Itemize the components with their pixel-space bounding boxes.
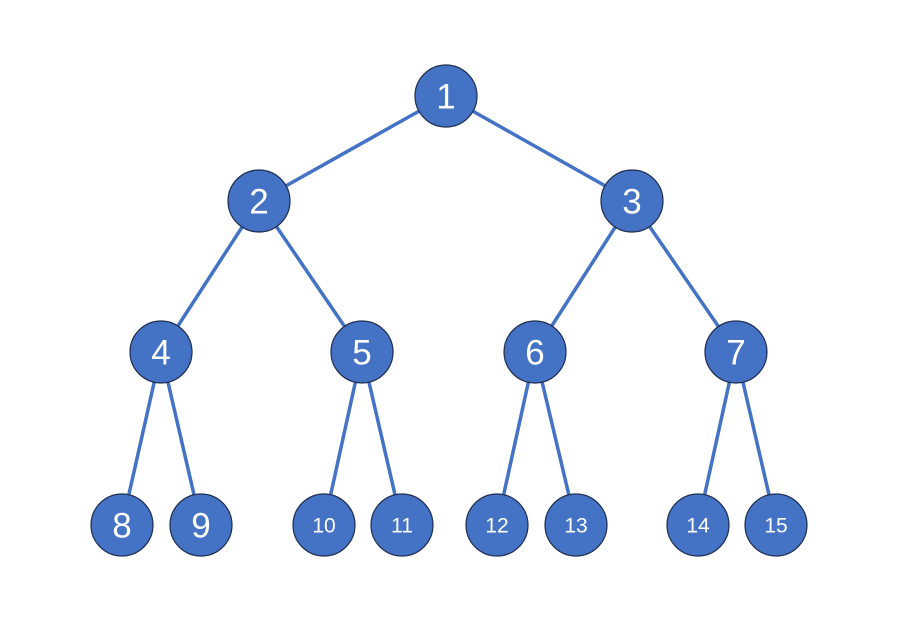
node-circle-3	[600, 169, 664, 233]
tree-node-2: 2	[227, 169, 291, 233]
tree-node-10: 10	[292, 493, 356, 557]
node-label-15: 15	[764, 515, 787, 538]
node-circle-10	[292, 493, 356, 557]
tree-node-3: 3	[600, 169, 664, 233]
node-label-14: 14	[686, 515, 710, 538]
node-circle-5	[330, 320, 394, 384]
node-circle-8	[90, 493, 154, 557]
node-label-13: 13	[564, 515, 587, 538]
node-circle-11	[370, 493, 434, 557]
tree-node-8: 8	[90, 493, 154, 557]
node-circle-1	[414, 64, 478, 128]
tree-node-5: 5	[330, 320, 394, 384]
node-label-6: 6	[525, 334, 544, 373]
tree-node-9: 9	[169, 493, 233, 557]
node-label-12: 12	[485, 515, 508, 538]
node-circle-14	[666, 493, 730, 557]
node-label-9: 9	[191, 507, 210, 546]
tree-node-13: 13	[544, 493, 608, 557]
node-label-1: 1	[436, 78, 455, 117]
node-label-3: 3	[622, 183, 641, 222]
tree-node-11: 11	[370, 493, 434, 557]
node-label-4: 4	[151, 334, 170, 373]
edge-1-3	[444, 94, 634, 203]
tree-node-15: 15	[744, 493, 808, 557]
node-circle-2	[227, 169, 291, 233]
node-circle-13	[544, 493, 608, 557]
node-label-11: 11	[391, 515, 413, 538]
tree-node-12: 12	[465, 493, 529, 557]
edges-layer	[120, 94, 778, 527]
tree-node-1: 1	[414, 64, 478, 128]
node-label-5: 5	[352, 334, 371, 373]
node-label-10: 10	[312, 515, 335, 538]
node-circle-15	[744, 493, 808, 557]
tree-node-4: 4	[129, 320, 193, 384]
tree-node-6: 6	[503, 320, 567, 384]
node-label-7: 7	[726, 334, 745, 373]
tree-node-7: 7	[704, 320, 768, 384]
node-circle-4	[129, 320, 193, 384]
node-circle-6	[503, 320, 567, 384]
edge-1-2	[257, 94, 448, 203]
node-circle-12	[465, 493, 529, 557]
node-circle-9	[169, 493, 233, 557]
node-label-8: 8	[112, 507, 131, 546]
node-label-2: 2	[249, 183, 268, 222]
tree-node-14: 14	[666, 493, 730, 557]
node-circle-7	[704, 320, 768, 384]
